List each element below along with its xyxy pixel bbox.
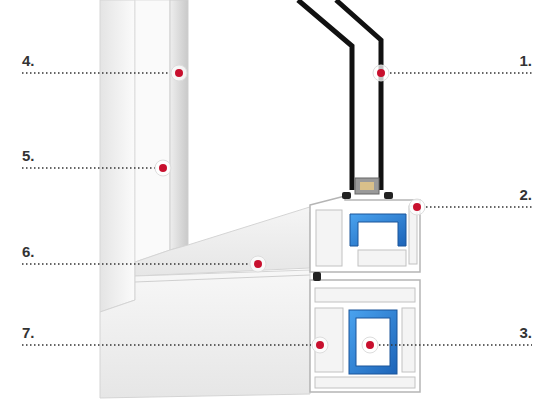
callout-number: 6.	[22, 243, 35, 261]
leader-line	[22, 263, 249, 265]
leader-line	[22, 72, 170, 74]
callout-halo	[171, 65, 187, 81]
callout-dot	[366, 341, 374, 349]
frame-face	[100, 0, 135, 312]
callout-number: 7.	[22, 324, 35, 342]
frame-edge	[135, 275, 310, 282]
steel-reinforcement	[349, 310, 397, 374]
callout-halo	[312, 337, 328, 353]
callout-dot	[316, 341, 324, 349]
profile-chamber	[316, 210, 342, 266]
callout-halo	[373, 65, 389, 81]
callout-number-box: 5.	[22, 147, 35, 165]
callout-number-box: 6.	[22, 243, 35, 261]
callout-number: 1.	[519, 52, 532, 70]
leader-line	[390, 72, 532, 74]
callout-dot	[159, 164, 167, 172]
callout-number-box: 4.	[22, 52, 35, 70]
gasket	[313, 272, 321, 281]
glass-pane	[336, 0, 381, 190]
frame-bottom-face	[100, 270, 310, 398]
steel-reinforcement	[350, 214, 406, 246]
glazing-bead	[170, 0, 188, 250]
callout-number-box: 2.	[519, 186, 532, 204]
profile-chamber	[315, 288, 415, 302]
sash-profile	[310, 196, 420, 272]
callout-halo	[155, 160, 171, 176]
leader-line	[22, 167, 155, 169]
gasket	[384, 192, 393, 199]
frame-profile	[310, 280, 420, 392]
callout-number-box: 7.	[22, 324, 35, 342]
callout-number: 4.	[22, 52, 35, 70]
profile-chamber	[402, 308, 415, 372]
callout-dot	[175, 69, 183, 77]
profile-chamber	[358, 250, 406, 266]
spacer	[355, 178, 379, 194]
callout-number: 2.	[519, 186, 532, 204]
callout-number-box: 3.	[519, 324, 532, 342]
profile-chamber	[315, 377, 415, 388]
leader-line	[22, 344, 311, 346]
callout-halo	[409, 199, 425, 215]
gasket	[342, 192, 351, 199]
callout-number-box: 1.	[519, 52, 532, 70]
leader-line	[379, 344, 532, 346]
callout-dot	[377, 69, 385, 77]
callout-dot	[413, 203, 421, 211]
desiccant	[360, 182, 374, 190]
callout-number: 3.	[519, 324, 532, 342]
callout-number: 5.	[22, 147, 35, 165]
callout-halo	[250, 256, 266, 272]
reinforcement-hollow	[356, 318, 390, 366]
callout-dot	[254, 260, 262, 268]
leader-line	[426, 206, 532, 208]
glass-pane	[298, 0, 352, 190]
sash-face	[135, 0, 170, 262]
callout-halo	[362, 337, 378, 353]
